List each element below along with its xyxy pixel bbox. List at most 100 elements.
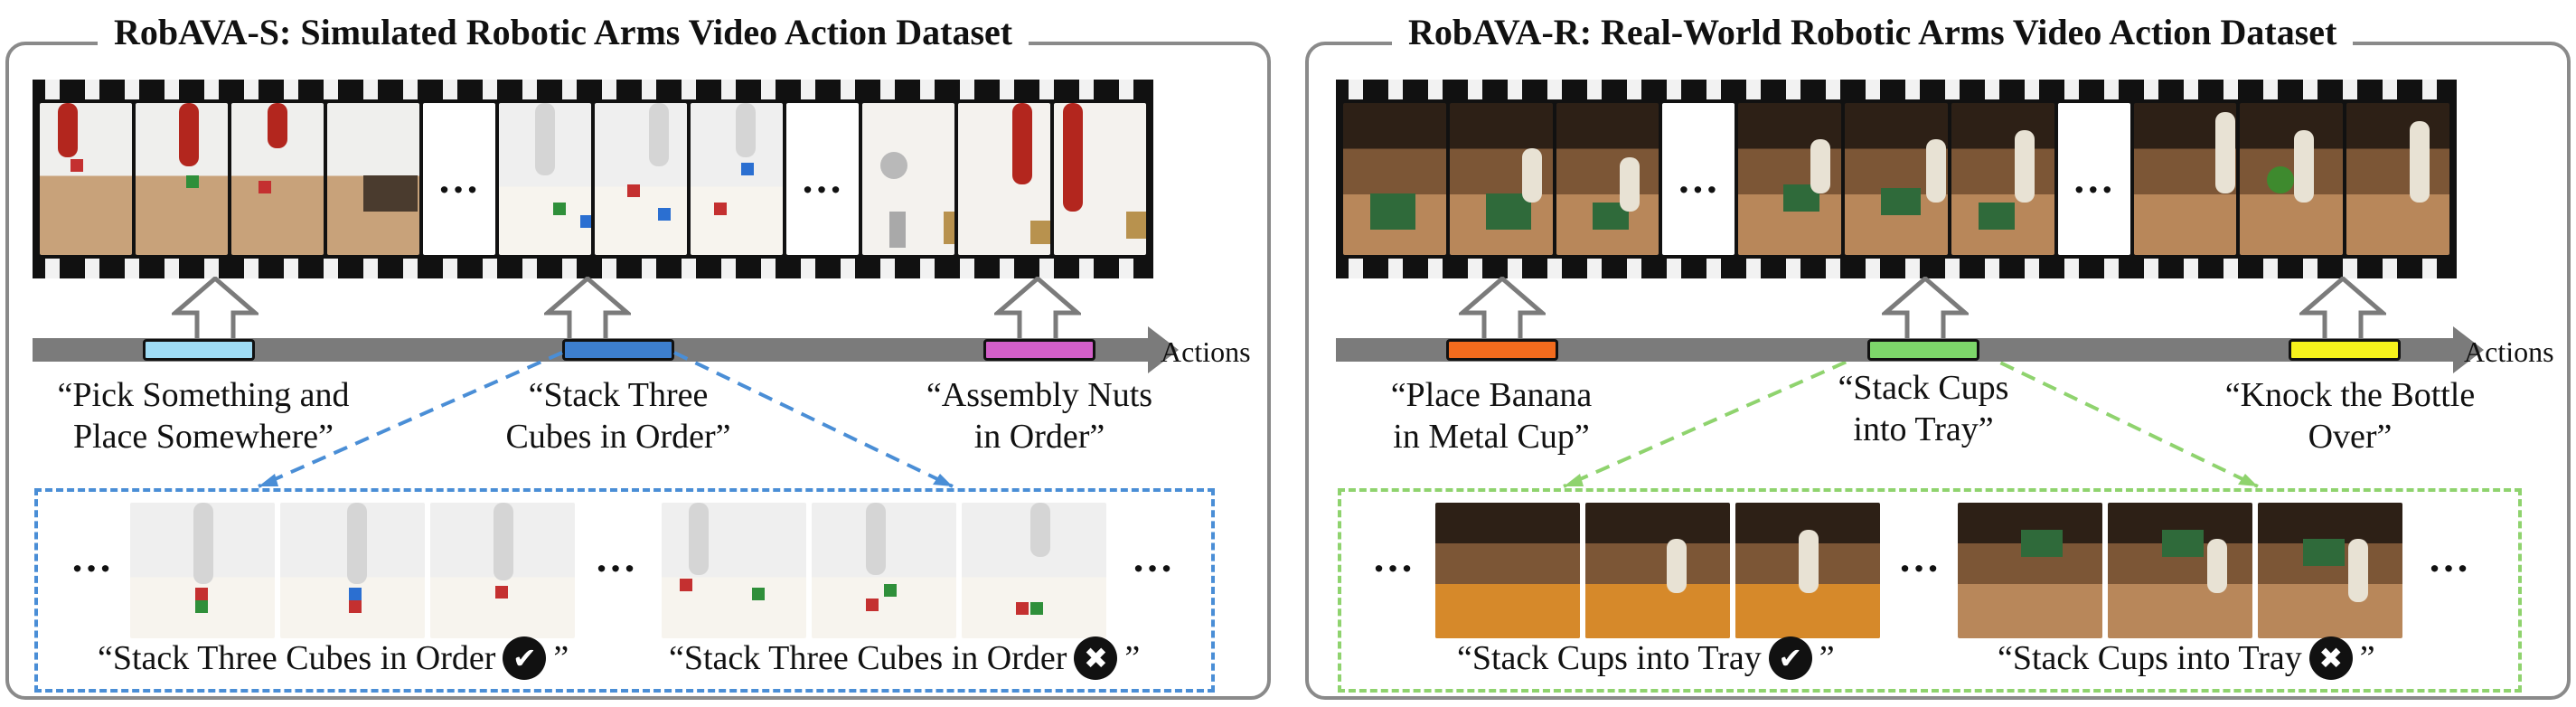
ellipsis-text: …: [1898, 534, 1941, 580]
video-frame: [962, 503, 1106, 638]
axis-arrowhead-icon: [2453, 326, 2484, 373]
film-perforations-bottom: [1336, 259, 2457, 278]
action-label-line: “Knock the Bottle: [2224, 376, 2476, 414]
video-frame: [1845, 103, 1948, 255]
video-frame: [1735, 503, 1880, 638]
caption-correct: “Stack Cups into Tray ✔ ”: [1457, 636, 1835, 680]
action-label-knock-bottle: “Knock the Bottle Over”: [2196, 374, 2504, 457]
film-perforations-top: [33, 80, 1153, 99]
action-marker-pick-place: [143, 339, 255, 361]
video-frame: [2240, 103, 2344, 255]
axis-label: Actions: [2464, 335, 2554, 368]
action-label-line: “Stack Cups: [1838, 369, 2009, 407]
up-arrow-icon: [2299, 277, 2386, 345]
video-frame: [1449, 103, 1553, 255]
ellipsis: …: [786, 103, 859, 255]
video-frame: [2258, 503, 2402, 638]
video-frame: [1738, 103, 1842, 255]
video-frame: [280, 503, 425, 638]
action-label-line: Over”: [2308, 418, 2393, 456]
ellipsis-text: …: [595, 534, 638, 580]
action-marker-stack-cubes: [562, 339, 674, 361]
ellipsis: …: [423, 103, 495, 255]
panel-title-robava-r: RobAVA-R: Real-World Robotic Arms Video …: [1392, 9, 2354, 56]
video-frame: [958, 103, 1050, 255]
caption-close-quote: ”: [2359, 639, 2375, 677]
video-clip-correct: [130, 503, 575, 638]
video-frame: [1958, 503, 2102, 638]
video-frame: [136, 103, 228, 255]
panel-title-robava-s: RobAVA-S: Simulated Robotic Arms Video A…: [98, 9, 1029, 56]
action-label-line: “Pick Something and: [57, 376, 350, 414]
video-frame: [662, 503, 806, 638]
caption-text: “Stack Cups into Tray: [1457, 639, 1762, 677]
video-clip-incorrect: [662, 503, 1106, 638]
action-marker-place-banana: [1446, 339, 1558, 361]
video-frame: [231, 103, 324, 255]
ellipsis: …: [1662, 103, 1735, 255]
ellipsis-text: …: [437, 156, 481, 202]
action-label-line: in Order”: [973, 418, 1105, 456]
caption-text: “Stack Cups into Tray: [1998, 639, 2302, 677]
video-clip-incorrect: [1958, 503, 2402, 638]
action-label-line: in Metal Cup”: [1393, 418, 1590, 456]
ellipsis-text: …: [71, 534, 114, 580]
action-label-line: “Assembly Nuts: [926, 376, 1153, 414]
video-frame: [812, 503, 956, 638]
ellipsis-text: …: [2428, 534, 2471, 580]
ellipsis-text: …: [801, 156, 844, 202]
video-frame: [2346, 103, 2450, 255]
action-label-stack-cups: “Stack Cups into Tray”: [1788, 367, 2059, 450]
caption-close-quote: ”: [1124, 639, 1141, 677]
action-marker-knock-bottle: [2289, 339, 2401, 361]
ellipsis-text: …: [2072, 156, 2116, 202]
axis-arrowhead-icon: [1148, 326, 1179, 373]
video-frame: [1585, 503, 1730, 638]
film-perforations-bottom: [33, 259, 1153, 278]
action-label-line: “Place Banana: [1390, 376, 1593, 414]
video-frame: [2133, 103, 2237, 255]
action-marker-stack-cups: [1867, 339, 1979, 361]
action-label-assembly-nuts: “Assembly Nuts in Order”: [904, 374, 1175, 457]
action-label-place-banana: “Place Banana in Metal Cup”: [1356, 374, 1627, 457]
video-frame: [2108, 503, 2252, 638]
caption-close-quote: ”: [553, 639, 569, 677]
action-label-pick-place: “Pick Something and Place Somewhere”: [23, 374, 384, 457]
video-film-strip-real: … …: [1336, 80, 2457, 278]
up-arrow-icon: [1882, 277, 1969, 345]
video-frame: [1054, 103, 1146, 255]
video-frame: [691, 103, 783, 255]
axis-label: Actions: [1161, 335, 1251, 368]
video-frame: [130, 503, 275, 638]
ellipsis: …: [2057, 103, 2130, 255]
video-frame: [327, 103, 419, 255]
ellipsis-text: …: [1677, 156, 1721, 202]
video-frame: [430, 503, 575, 638]
caption-incorrect: “Stack Three Cubes in Order ✖ ”: [669, 636, 1140, 680]
video-clip-correct: [1435, 503, 1880, 638]
detail-box-stack-cubes: [34, 488, 1215, 693]
check-icon: ✔: [503, 636, 547, 680]
up-arrow-icon: [1459, 277, 1546, 345]
detail-box-stack-cups: [1338, 488, 2522, 693]
action-label-line: into Tray”: [1853, 410, 1994, 448]
ellipsis-text: …: [1372, 534, 1415, 580]
video-frame: [1435, 503, 1580, 638]
check-icon: ✔: [1768, 636, 1812, 680]
caption-text: “Stack Three Cubes in Order: [98, 639, 496, 677]
caption-incorrect: “Stack Cups into Tray ✖ ”: [1998, 636, 2375, 680]
video-frame: [1951, 103, 2054, 255]
video-frame: [862, 103, 954, 255]
video-frame: [40, 103, 132, 255]
action-marker-assembly-nuts: [983, 339, 1095, 361]
caption-text: “Stack Three Cubes in Order: [669, 639, 1067, 677]
film-perforations-top: [1336, 80, 2457, 99]
cross-icon: ✖: [1074, 636, 1118, 680]
caption-correct: “Stack Three Cubes in Order ✔ ”: [98, 636, 569, 680]
action-label-line: “Stack Three: [528, 376, 709, 414]
ellipsis-text: …: [1132, 534, 1175, 580]
action-label-stack-cubes: “Stack Three Cubes in Order”: [483, 374, 754, 457]
action-label-line: Cubes in Order”: [505, 418, 731, 456]
video-frame: [595, 103, 687, 255]
